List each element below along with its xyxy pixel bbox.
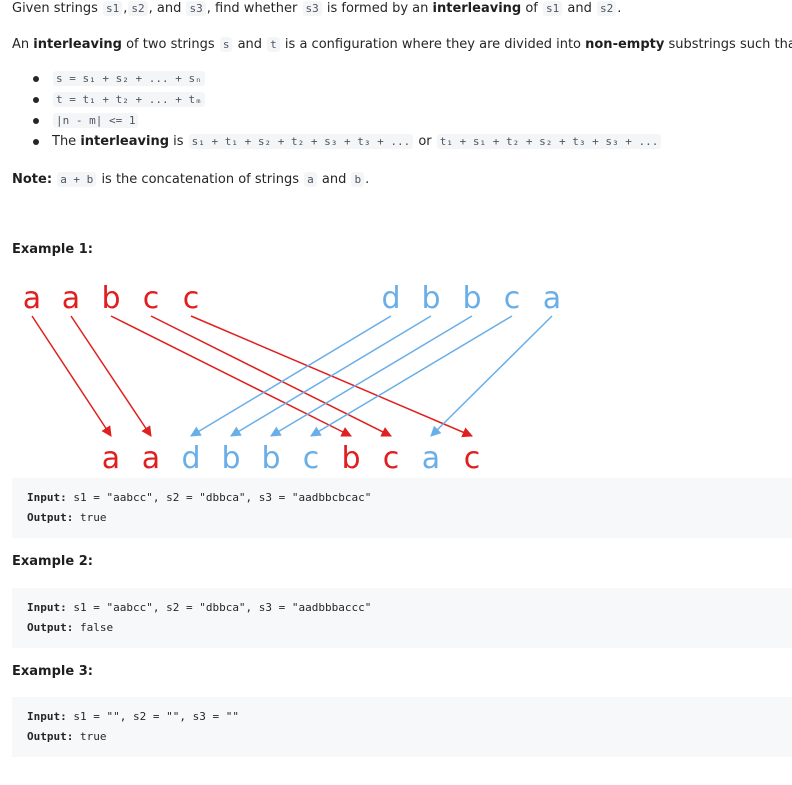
s2-letter: b <box>421 281 440 316</box>
s2-arrow <box>310 315 513 437</box>
s3-letter: a <box>102 441 120 476</box>
s3-letter: b <box>341 441 360 476</box>
s2-letter: a <box>543 281 561 316</box>
problem-statement: Given strings s1,s2, and s3, find whethe… <box>12 1 622 16</box>
example-2-code: Input: s1 = "aabcc", s2 = "dbbca", s3 = … <box>12 588 792 648</box>
s2-arrow <box>430 315 553 437</box>
list-item: |n - m| <= 1 <box>12 112 662 133</box>
example-3-code: Input: s1 = "", s2 = "", s3 = "" Output:… <box>12 697 792 757</box>
example-1-code: Input: s1 = "aabcc", s2 = "dbbca", s3 = … <box>12 478 792 538</box>
s3-letter: a <box>142 441 160 476</box>
s1-arrow <box>150 315 392 437</box>
list-item: t = t₁ + t₂ + ... + tₘ <box>12 91 662 112</box>
s1-letter: c <box>143 281 160 316</box>
definition-bullets: s = s₁ + s₂ + ... + sₙ t = t₁ + t₂ + ...… <box>12 70 662 154</box>
note-text: Note: a + b is the concatenation of stri… <box>12 172 370 187</box>
s3-letter: b <box>261 441 280 476</box>
s3-letter: c <box>303 441 320 476</box>
s3-letter: c <box>464 441 481 476</box>
s2-letter: b <box>462 281 481 316</box>
definition-text: An interleaving of two strings s and t i… <box>12 37 792 52</box>
example-3-title: Example 3: <box>12 664 93 679</box>
s3-letter: c <box>383 441 400 476</box>
s1-letter: c <box>183 281 200 316</box>
s1-arrow <box>31 315 112 437</box>
s3-letter: b <box>221 441 240 476</box>
s2-letter: c <box>504 281 521 316</box>
s2-arrow <box>270 315 473 437</box>
list-item: The interleaving is s₁ + t₁ + s₂ + t₂ + … <box>12 133 662 154</box>
s1-arrow <box>70 315 152 437</box>
list-item: s = s₁ + s₂ + ... + sₙ <box>12 70 662 91</box>
s3-letter: a <box>422 441 440 476</box>
s1-arrow <box>110 315 352 437</box>
s1-letter: b <box>101 281 120 316</box>
s2-arrow <box>230 315 432 437</box>
s3-letter: d <box>181 441 200 476</box>
s1-letter: a <box>62 281 80 316</box>
s2-arrow <box>190 315 392 437</box>
s1-letter: a <box>23 281 41 316</box>
example-2-title: Example 2: <box>12 554 93 569</box>
s2-letter: d <box>381 281 400 316</box>
example-1-title: Example 1: <box>12 242 93 257</box>
